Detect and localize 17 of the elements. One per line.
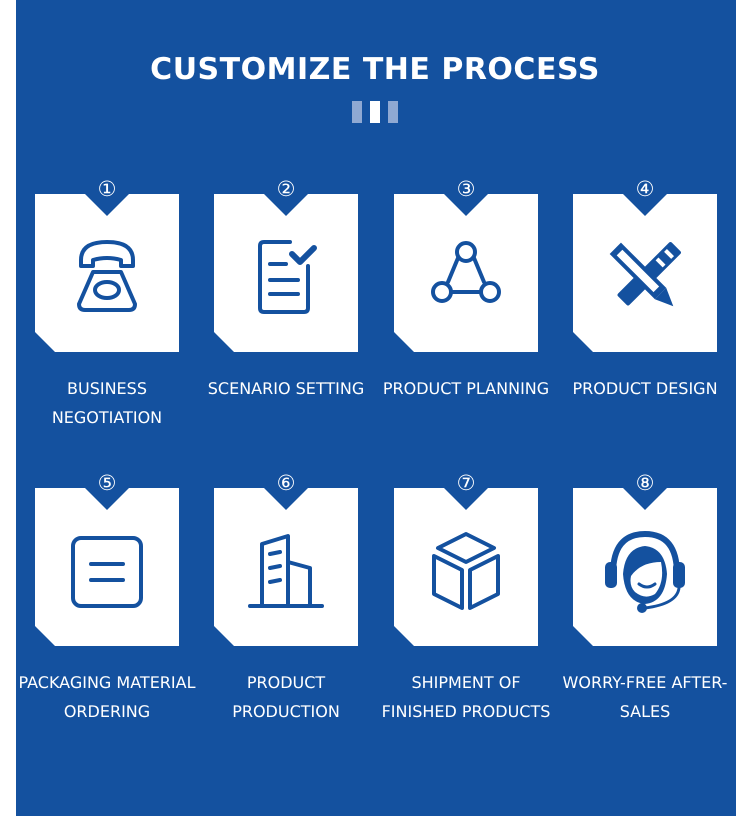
step-number: ④ bbox=[634, 178, 656, 200]
step-number: ② bbox=[276, 178, 296, 200]
step-label: WORRY-FREE AFTER-SALES bbox=[562, 672, 728, 723]
step-number: ⑦ bbox=[456, 472, 476, 494]
step-number: ⑤ bbox=[96, 472, 118, 494]
step-label: PRODUCT PLANNING bbox=[382, 378, 550, 400]
step-number: ⑧ bbox=[634, 472, 656, 494]
step-number: ⑥ bbox=[276, 472, 296, 494]
step-label: SHIPMENT OF FINISHED PRODUCTS bbox=[380, 672, 552, 723]
title: CUSTOMIZE THE PROCESS bbox=[149, 52, 601, 87]
step-label: PACKAGING MATERIAL ORDERING bbox=[18, 672, 196, 723]
step-label: SCENARIO SETTING bbox=[206, 378, 366, 400]
step-label: PRODUCT PRODUCTION bbox=[231, 672, 341, 723]
step-number: ③ bbox=[456, 178, 476, 200]
step-number: ① bbox=[96, 178, 118, 200]
step-label: PRODUCT DESIGN bbox=[571, 378, 719, 400]
step-label: BUSINESS NEGOTIATION bbox=[50, 378, 164, 429]
